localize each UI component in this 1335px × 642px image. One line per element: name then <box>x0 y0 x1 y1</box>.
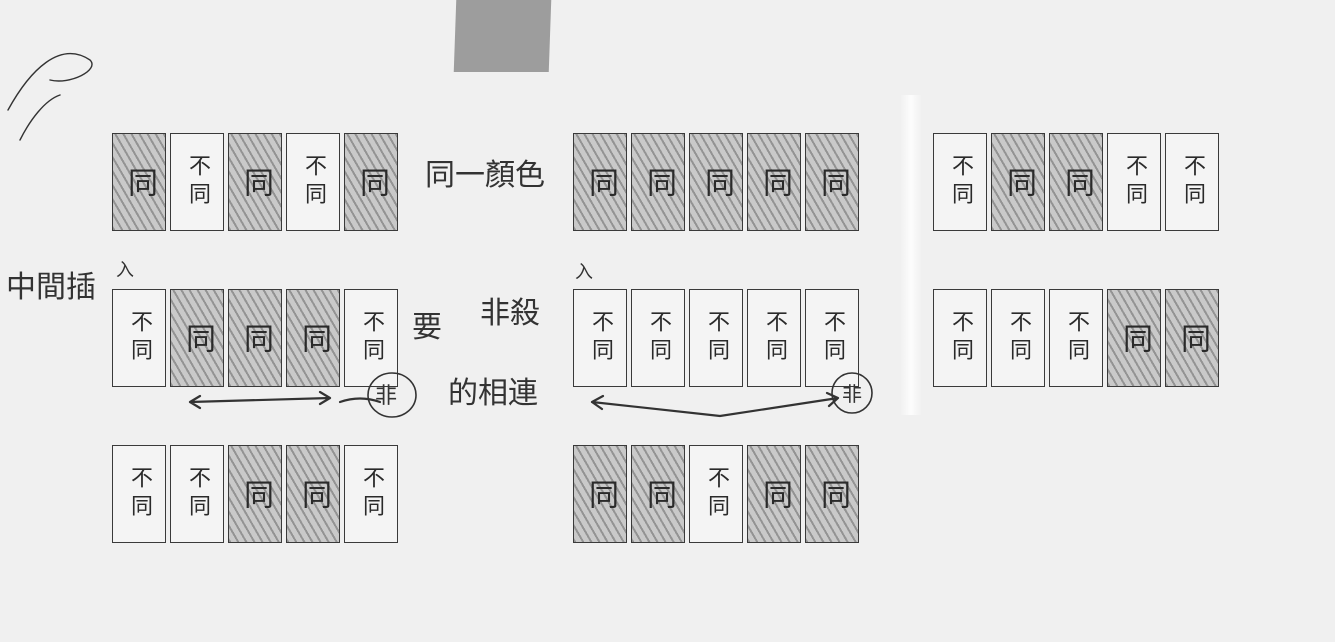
card-label: 同 <box>354 167 389 197</box>
card-label: 同 <box>122 167 157 197</box>
card-label: 同 <box>815 167 850 197</box>
card-label: 同 <box>815 479 850 509</box>
card-label: 同 <box>296 479 331 509</box>
card-label: 同 <box>238 167 273 197</box>
card-label: 同 <box>1117 323 1152 353</box>
card-diff: 不同 <box>344 445 398 543</box>
card-same: 同 <box>991 133 1045 231</box>
card-same: 同 <box>228 133 282 231</box>
card-label: 不同 <box>359 310 384 366</box>
card-label: 同 <box>296 323 331 353</box>
card-label: 同 <box>757 167 792 197</box>
card-same: 同 <box>344 133 398 231</box>
card-diff: 不同 <box>991 289 1045 387</box>
card-label: 同 <box>583 167 618 197</box>
card-label: 同 <box>180 323 215 353</box>
card-same: 同 <box>286 289 340 387</box>
card-same: 同 <box>573 133 627 231</box>
card-label: 同 <box>1001 167 1036 197</box>
card-same: 同 <box>689 133 743 231</box>
circle-left <box>367 372 417 418</box>
card-label: 不同 <box>1006 310 1031 366</box>
card-same: 同 <box>228 289 282 387</box>
card-label: 不同 <box>762 310 787 366</box>
note-circled-right: 非 <box>842 382 862 406</box>
card-label: 同 <box>641 479 676 509</box>
note-must: 要 <box>412 310 442 345</box>
card-label: 不同 <box>948 310 973 366</box>
card-same: 同 <box>747 133 801 231</box>
card-diff: 不同 <box>933 133 987 231</box>
card-label: 不同 <box>359 466 384 522</box>
card-diff: 不同 <box>286 133 340 231</box>
card-diff: 不同 <box>933 289 987 387</box>
card-same: 同 <box>805 133 859 231</box>
card-label: 同 <box>641 167 676 197</box>
card-diff: 不同 <box>573 289 627 387</box>
card-diff: 不同 <box>631 289 685 387</box>
card-diff: 不同 <box>747 289 801 387</box>
card-diff: 不同 <box>170 445 224 543</box>
card-diff: 不同 <box>1107 133 1161 231</box>
card-same: 同 <box>170 289 224 387</box>
card-same: 同 <box>573 445 627 543</box>
card-label: 不同 <box>1122 154 1147 210</box>
card-label: 不同 <box>1064 310 1089 366</box>
card-label: 不同 <box>588 310 613 366</box>
card-diff: 不同 <box>170 133 224 231</box>
card-diff: 不同 <box>689 445 743 543</box>
note-insert-mark-mid: 入 <box>575 262 593 283</box>
note-insert-mark-left: 入 <box>116 260 134 281</box>
card-diff: 不同 <box>112 445 166 543</box>
card-label: 不同 <box>185 154 210 210</box>
card-same: 同 <box>747 445 801 543</box>
card-label: 不同 <box>704 310 729 366</box>
double-arrow-left <box>188 390 332 410</box>
card-label: 不同 <box>301 154 326 210</box>
card-diff: 不同 <box>344 289 398 387</box>
card-diff: 不同 <box>112 289 166 387</box>
double-arrow-mid <box>590 391 840 418</box>
card-label: 不同 <box>820 310 845 366</box>
card-same: 同 <box>1049 133 1103 231</box>
card-label: 不同 <box>1180 154 1205 210</box>
card-same: 同 <box>1107 289 1161 387</box>
card-diff: 不同 <box>1165 133 1219 231</box>
note-same-color: 同一顏色 <box>425 158 545 193</box>
card-label: 同 <box>1175 323 1210 353</box>
card-label: 同 <box>699 167 734 197</box>
scribble-icon <box>7 53 93 141</box>
card-label: 不同 <box>704 466 729 522</box>
card-label: 不同 <box>948 154 973 210</box>
card-same: 同 <box>112 133 166 231</box>
circle-right <box>831 372 873 414</box>
card-same: 同 <box>631 133 685 231</box>
card-label: 同 <box>238 479 273 509</box>
card-label: 不同 <box>646 310 671 366</box>
card-label: 同 <box>1059 167 1094 197</box>
card-label: 不同 <box>185 466 210 522</box>
card-same: 同 <box>286 445 340 543</box>
note-middle-insert: 中間插 <box>6 270 96 305</box>
card-diff: 不同 <box>805 289 859 387</box>
card-diff: 不同 <box>1049 289 1103 387</box>
note-adjacent: 的相連 <box>448 376 538 411</box>
card-same: 同 <box>631 445 685 543</box>
card-label: 同 <box>238 323 273 353</box>
card-diff: 不同 <box>689 289 743 387</box>
paper-crease <box>900 95 922 415</box>
card-same: 同 <box>805 445 859 543</box>
card-label: 不同 <box>127 310 152 366</box>
card-same: 同 <box>228 445 282 543</box>
card-label: 不同 <box>127 466 152 522</box>
card-label: 同 <box>757 479 792 509</box>
card-label: 同 <box>583 479 618 509</box>
arrow-connector <box>338 397 382 404</box>
card-same: 同 <box>1165 289 1219 387</box>
note-noncolor: 非殺 <box>480 296 540 331</box>
